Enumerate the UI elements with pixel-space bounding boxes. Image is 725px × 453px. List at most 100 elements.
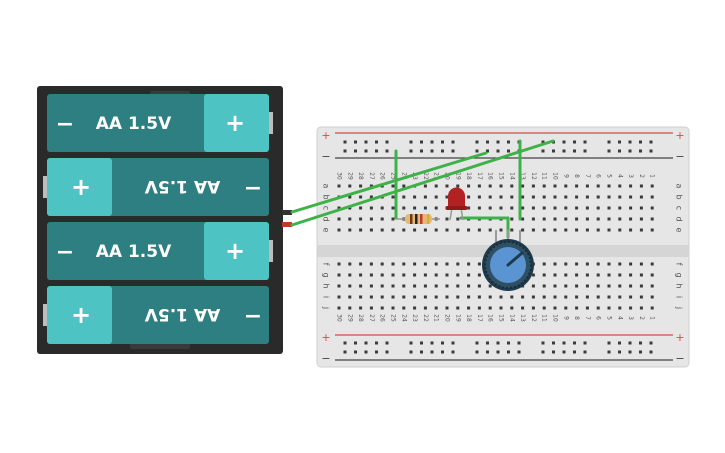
terminal-hole[interactable] [629, 184, 633, 188]
terminal-hole[interactable] [510, 206, 514, 210]
rail-hole[interactable] [573, 140, 576, 144]
terminal-hole[interactable] [542, 262, 546, 266]
rail-hole[interactable] [364, 350, 368, 354]
rail-hole[interactable] [486, 140, 489, 144]
terminal-hole[interactable] [369, 195, 373, 199]
terminal-hole[interactable] [434, 284, 438, 288]
terminal-hole[interactable] [585, 295, 589, 299]
potentiometer[interactable] [482, 230, 534, 291]
battery-lead-red[interactable] [282, 222, 292, 227]
terminal-hole[interactable] [348, 306, 352, 310]
terminal-hole[interactable] [553, 284, 557, 288]
terminal-hole[interactable] [434, 228, 438, 232]
rail-hole[interactable] [496, 350, 500, 354]
terminal-hole[interactable] [423, 184, 427, 188]
terminal-hole[interactable] [607, 206, 611, 210]
rail-hole[interactable] [562, 341, 566, 345]
terminal-hole[interactable] [510, 228, 514, 232]
terminal-hole[interactable] [639, 284, 643, 288]
terminal-hole[interactable] [510, 306, 514, 310]
terminal-hole[interactable] [607, 306, 611, 310]
terminal-hole[interactable] [510, 295, 514, 299]
terminal-hole[interactable] [477, 228, 481, 232]
terminal-hole[interactable] [542, 206, 546, 210]
terminal-hole[interactable] [445, 228, 449, 232]
terminal-hole[interactable] [359, 262, 363, 266]
terminal-hole[interactable] [434, 262, 438, 266]
terminal-hole[interactable] [607, 295, 611, 299]
terminal-hole[interactable] [456, 184, 460, 188]
terminal-hole[interactable] [402, 306, 406, 310]
rail-hole[interactable] [354, 140, 357, 144]
terminal-hole[interactable] [477, 273, 481, 277]
terminal-hole[interactable] [359, 306, 363, 310]
terminal-hole[interactable] [380, 228, 384, 232]
terminal-hole[interactable] [596, 306, 600, 310]
terminal-hole[interactable] [618, 206, 622, 210]
terminal-hole[interactable] [499, 195, 503, 199]
terminal-hole[interactable] [337, 284, 341, 288]
terminal-hole[interactable] [359, 217, 363, 221]
terminal-hole[interactable] [391, 195, 395, 199]
terminal-hole[interactable] [639, 273, 643, 277]
terminal-hole[interactable] [348, 184, 352, 188]
terminal-hole[interactable] [380, 306, 384, 310]
terminal-hole[interactable] [542, 184, 546, 188]
rail-hole[interactable] [430, 149, 434, 153]
terminal-hole[interactable] [456, 295, 460, 299]
terminal-hole[interactable] [596, 206, 600, 210]
rail-hole[interactable] [496, 341, 500, 345]
terminal-hole[interactable] [650, 262, 654, 266]
terminal-hole[interactable] [391, 217, 395, 221]
terminal-hole[interactable] [650, 195, 654, 199]
terminal-hole[interactable] [639, 195, 643, 199]
rail-hole[interactable] [375, 350, 378, 354]
rail-hole[interactable] [618, 341, 621, 345]
terminal-hole[interactable] [564, 273, 568, 277]
terminal-hole[interactable] [467, 262, 471, 266]
terminal-hole[interactable] [402, 273, 406, 277]
rail-hole[interactable] [420, 350, 423, 354]
rail-hole[interactable] [430, 350, 434, 354]
terminal-hole[interactable] [391, 228, 395, 232]
terminal-hole[interactable] [348, 195, 352, 199]
battery-pack[interactable]: +−AA 1.5V+−AA 1.5V+−AA 1.5V+−AA 1.5V [37, 86, 292, 354]
terminal-hole[interactable] [456, 273, 460, 277]
terminal-hole[interactable] [337, 228, 341, 232]
terminal-hole[interactable] [359, 295, 363, 299]
terminal-hole[interactable] [488, 295, 492, 299]
rail-hole[interactable] [451, 341, 455, 345]
rail-hole[interactable] [354, 149, 357, 153]
terminal-hole[interactable] [445, 306, 449, 310]
rail-hole[interactable] [385, 350, 389, 354]
terminal-hole[interactable] [423, 295, 427, 299]
terminal-hole[interactable] [456, 306, 460, 310]
terminal-hole[interactable] [456, 217, 460, 221]
terminal-hole[interactable] [477, 206, 481, 210]
terminal-hole[interactable] [639, 217, 643, 221]
terminal-hole[interactable] [564, 217, 568, 221]
terminal-hole[interactable] [650, 217, 654, 221]
rail-hole[interactable] [475, 149, 479, 153]
terminal-hole[interactable] [575, 195, 579, 199]
terminal-hole[interactable] [542, 284, 546, 288]
terminal-hole[interactable] [488, 195, 492, 199]
terminal-hole[interactable] [542, 295, 546, 299]
terminal-hole[interactable] [607, 195, 611, 199]
rail-hole[interactable] [420, 149, 423, 153]
terminal-hole[interactable] [337, 262, 341, 266]
terminal-hole[interactable] [477, 195, 481, 199]
terminal-hole[interactable] [369, 295, 373, 299]
rail-hole[interactable] [541, 149, 545, 153]
rail-hole[interactable] [475, 341, 479, 345]
battery-cell-4[interactable]: +−AA 1.5V [43, 286, 269, 344]
terminal-hole[interactable] [488, 228, 492, 232]
rail-hole[interactable] [607, 350, 611, 354]
terminal-hole[interactable] [564, 295, 568, 299]
rail-hole[interactable] [441, 140, 444, 144]
rail-hole[interactable] [343, 149, 347, 153]
rail-hole[interactable] [385, 140, 389, 144]
terminal-hole[interactable] [348, 284, 352, 288]
rail-hole[interactable] [607, 341, 611, 345]
terminal-hole[interactable] [477, 262, 481, 266]
